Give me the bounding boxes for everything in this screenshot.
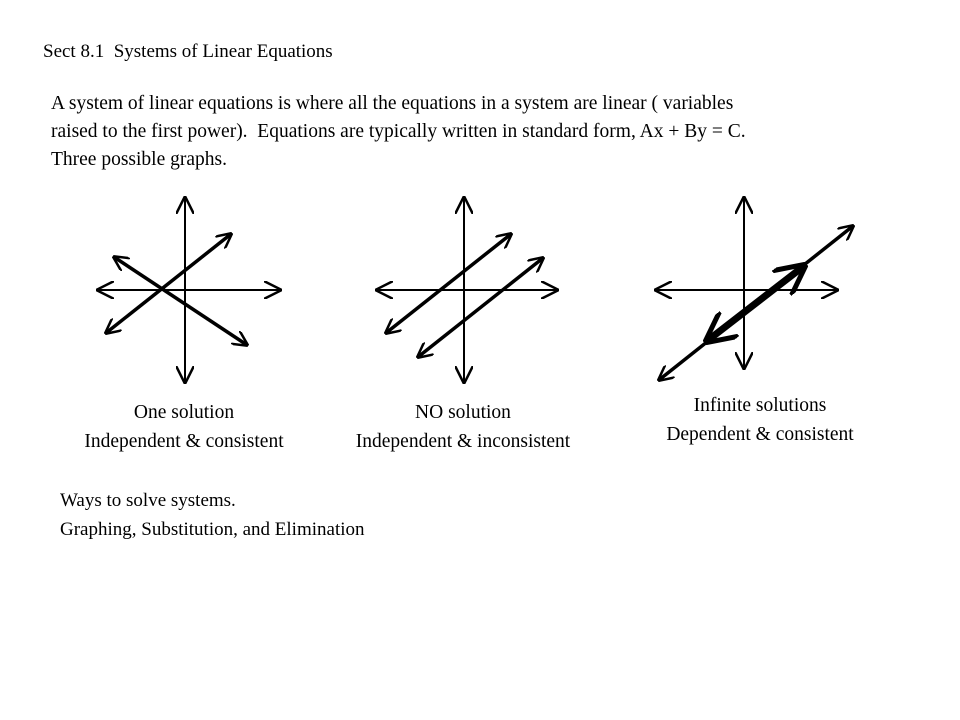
intro-line-3: Three possible graphs. xyxy=(51,149,227,170)
ways-heading: Ways to solve systems. xyxy=(60,490,236,511)
page-title: Sect 8.1 Systems of Linear Equations xyxy=(43,41,333,62)
graph-no-solution xyxy=(370,190,570,390)
intro-paragraph: A system of linear equations is where al… xyxy=(51,90,931,174)
caption-label: One solution xyxy=(133,402,235,423)
caption-label: Infinite solutions xyxy=(693,395,827,416)
intro-line-2: raised to the first power). Equations ar… xyxy=(51,121,746,142)
caption-label: NO solution xyxy=(415,402,511,423)
caption-no-solution: NO solution Independent & inconsistent xyxy=(313,398,613,456)
ways-to-solve: Ways to solve systems. Graphing, Substit… xyxy=(60,486,365,544)
intro-line-1: A system of linear equations is where al… xyxy=(51,93,734,114)
parallel-line-a xyxy=(386,234,511,333)
graph-one-solution xyxy=(90,190,290,390)
parallel-line-b xyxy=(418,258,543,357)
graph-infinite-solutions xyxy=(650,190,870,390)
caption-sublabel: Dependent & consistent xyxy=(666,424,854,445)
line-a xyxy=(106,234,231,333)
axes xyxy=(656,198,837,368)
caption-one-solution: One solution Independent & consistent xyxy=(34,398,334,456)
axes xyxy=(377,198,557,382)
ways-methods: Graphing, Substitution, and Elimination xyxy=(60,519,365,540)
caption-sublabel: Independent & inconsistent xyxy=(355,431,571,452)
axes xyxy=(98,198,280,382)
caption-infinite-solutions: Infinite solutions Dependent & consisten… xyxy=(610,391,910,449)
caption-sublabel: Independent & consistent xyxy=(84,431,284,452)
coincident-line-bold xyxy=(707,266,804,341)
line-b xyxy=(114,257,247,345)
